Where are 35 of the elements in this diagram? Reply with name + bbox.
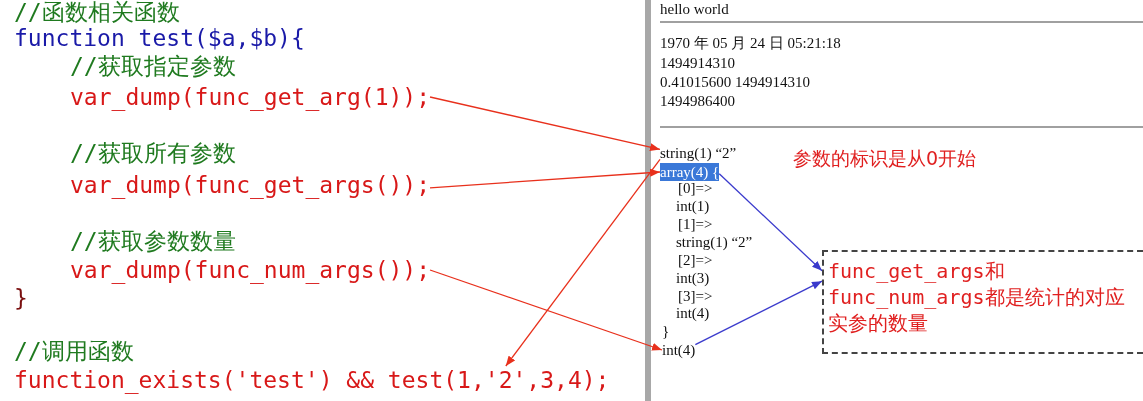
output-line: [3]=>	[678, 287, 713, 305]
output-line: int(1)	[676, 197, 710, 215]
arrow	[429, 269, 663, 351]
code-comment: //获取参数数量	[70, 227, 236, 255]
code-line: var_dump(func_num_args());	[70, 256, 431, 284]
arrow	[694, 280, 823, 346]
code-line: var_dump(func_get_arg(1));	[70, 83, 431, 111]
output-line: hello world	[660, 0, 729, 18]
output-line: int(4)	[662, 341, 696, 359]
output-line: [0]=>	[678, 180, 713, 197]
arrow	[505, 158, 661, 367]
output-line: 0.41015600 1494914310	[660, 73, 810, 91]
output-line: }	[662, 322, 670, 340]
code-line: var_dump(func_get_args());	[70, 171, 431, 199]
code-comment: //获取所有参数	[70, 139, 236, 167]
code-line: function test($a,$b){	[14, 24, 305, 52]
code-comment: //获取指定参数	[70, 52, 236, 80]
arrow	[718, 173, 823, 272]
output-line: 1970 年 05 月 24 日 05:21:18	[660, 34, 841, 52]
output-line: 1494986400	[660, 92, 735, 110]
code-line: function_exists('test') && test(1,'2',3,4);	[14, 366, 610, 394]
output-line: [1]=>	[678, 215, 713, 233]
output-line: int(4)	[676, 304, 710, 322]
code-line: }	[14, 284, 28, 312]
output-line: [2]=>	[678, 251, 713, 269]
code-comment: //调用函数	[14, 337, 134, 365]
output-line: string(1) “2”	[660, 144, 737, 162]
arrow	[429, 96, 661, 152]
code-comment: //函数相关函数	[14, 0, 180, 26]
annotation-text: 参数的标识是从0开始	[793, 146, 977, 170]
arrow	[429, 168, 661, 189]
output-line: 1494914310	[660, 54, 735, 72]
output-line: int(3)	[676, 269, 710, 287]
output-line: string(1) “2”	[676, 233, 753, 251]
dashed-note-box: func_get_args和func_num_args都是统计的对应实参的数量	[822, 250, 1143, 354]
